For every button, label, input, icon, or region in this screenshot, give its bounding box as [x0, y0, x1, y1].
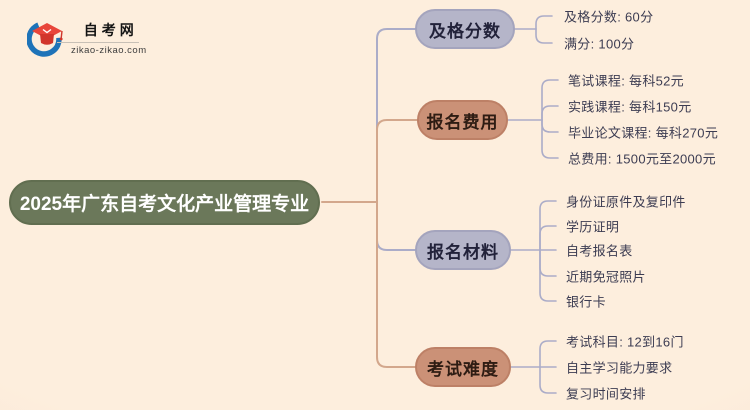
site-name: 自考网	[83, 22, 138, 38]
leaf-exam-subjects[interactable]: 考试科目: 12到16门	[566, 334, 684, 350]
connector-root-to-branch1	[376, 28, 416, 203]
leaf-practical-course-fee[interactable]: 实践课程: 每科150元	[568, 99, 692, 115]
leaf-bank-card[interactable]: 银行卡	[566, 294, 606, 310]
leaf-full-score[interactable]: 满分: 100分	[564, 36, 635, 52]
connector-branch3-leaves	[510, 200, 557, 302]
site-logo[interactable]: 自考网 zikao-zikao.com	[27, 18, 147, 58]
logo-text-block: 自考网 zikao-zikao.com	[57, 20, 147, 56]
leaf-total-fee[interactable]: 总费用: 1500元至2000元	[568, 151, 716, 167]
connector-root-to-branch4	[376, 201, 416, 368]
root-node-topic[interactable]: 2025年广东自考文化产业管理专业	[9, 180, 320, 225]
leaf-thesis-course-fee[interactable]: 毕业论文课程: 每科270元	[568, 125, 719, 141]
graduation-cap-icon	[27, 21, 63, 57]
branch-node-registration-materials[interactable]: 报名材料	[415, 230, 511, 270]
branch-node-passing-score[interactable]: 及格分数	[415, 9, 515, 49]
branch-node-registration-fee[interactable]: 报名费用	[417, 100, 508, 140]
logo-divider	[57, 42, 139, 43]
branch-node-exam-difficulty[interactable]: 考试难度	[415, 347, 511, 387]
connector-branch4-leaves	[510, 340, 557, 394]
connector-branch1-leaves	[514, 15, 553, 44]
leaf-review-schedule[interactable]: 复习时间安排	[566, 386, 646, 402]
leaf-id-card[interactable]: 身份证原件及复印件	[566, 194, 686, 210]
connector-root-to-branch2	[376, 119, 418, 203]
leaf-registration-form[interactable]: 自考报名表	[566, 243, 633, 259]
connector-root-to-branch3	[376, 201, 416, 251]
leaf-pass-score[interactable]: 及格分数: 60分	[564, 9, 654, 25]
site-domain: zikao-zikao.com	[71, 45, 147, 56]
leaf-self-study-ability[interactable]: 自主学习能力要求	[566, 360, 673, 376]
leaf-photo[interactable]: 近期免冠照片	[566, 269, 646, 285]
leaf-education-certificate[interactable]: 学历证明	[566, 219, 620, 235]
leaf-written-course-fee[interactable]: 笔试课程: 每科52元	[568, 73, 684, 89]
connector-branch2-leaves	[507, 79, 559, 159]
